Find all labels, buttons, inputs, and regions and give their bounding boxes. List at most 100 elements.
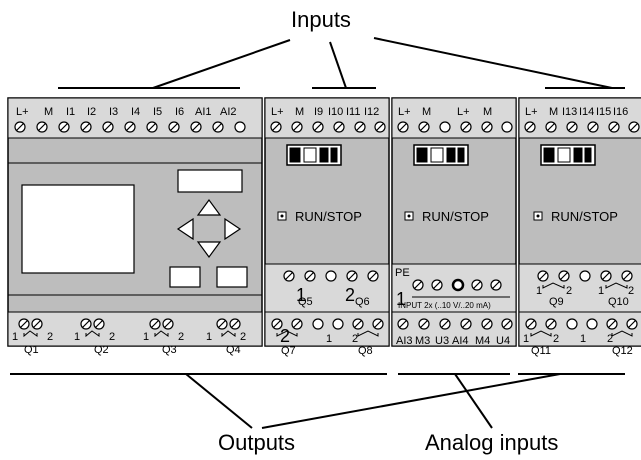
contact-number: 1 [536, 285, 542, 297]
output-label-q7: Q7 [281, 345, 296, 357]
digital2-mid-screw-terminals [537, 270, 633, 282]
base-relay-contact-symbols [23, 330, 236, 338]
cursor-left-button[interactable] [176, 217, 194, 241]
analog-bottom-terminal-labels: AI3 M3 U3 AI4 M4 U4 [396, 335, 510, 347]
terminal-label: I11 [346, 106, 360, 118]
analog-inputs-callout: Analog inputs [425, 430, 558, 455]
contact-number: 2 [628, 285, 634, 297]
contact-number: 1 [598, 285, 604, 297]
contact-number: 2 [240, 331, 246, 343]
digital2-mid-contact-symbols [542, 282, 628, 289]
terminal-label: I16 [613, 106, 628, 118]
input-spec-label: INPUT 2x (..10 V/..20 mA) [398, 301, 491, 310]
outputs-callout: Outputs [218, 430, 295, 455]
terminal-label: M3 [415, 335, 430, 347]
contact-number: 2 [553, 333, 559, 345]
base-top-screw-terminals [14, 121, 246, 133]
terminal-label: I14 [579, 106, 594, 118]
run-stop-label: RUN/STOP [551, 209, 618, 224]
contact-number: 1 [74, 331, 80, 343]
terminal-label: I13 [562, 106, 577, 118]
contact-number: 2 [566, 285, 572, 297]
terminal-label: AI2 [220, 106, 237, 118]
output-label-q11: Q11 [531, 345, 551, 357]
base-module: L+ M I1 I2 I3 I4 I5 I6 AI1 AI2 [7, 97, 263, 356]
terminal-label: I9 [314, 106, 323, 118]
terminal-label: U4 [496, 335, 510, 347]
output-label-q4: Q4 [226, 344, 241, 356]
esc-button[interactable] [177, 169, 243, 193]
digital-top-terminal-labels: L+ M I9 I10 I11 I12 [271, 106, 379, 118]
output-number: 2 [280, 326, 290, 346]
contact-number: 2 [109, 331, 115, 343]
output-label-q1: Q1 [24, 344, 39, 356]
cursor-right-button[interactable] [224, 217, 242, 241]
digital-module-2: L+ M I13 I14 I15 I16 RUN/STOP [518, 97, 641, 357]
terminal-label: M4 [475, 335, 490, 347]
run-stop-label: RUN/STOP [295, 209, 362, 224]
terminal-label: U3 [435, 335, 449, 347]
output-label-q6: Q6 [355, 296, 370, 308]
contact-number: 1 [206, 331, 212, 343]
ok-button-right[interactable] [216, 266, 248, 288]
digital-module: L+ M I9 I10 I11 I12 RUN/STOP [264, 97, 390, 357]
contact-number: 1 [523, 333, 529, 345]
cursor-up-button[interactable] [196, 198, 222, 216]
terminal-label: AI3 [396, 335, 413, 347]
output-label-q12: Q12 [612, 345, 633, 357]
terminal-label: I4 [131, 106, 140, 118]
terminal-label: I2 [87, 106, 96, 118]
base-top-terminal-labels: L+ M I1 I2 I3 I4 I5 I6 AI1 AI2 [16, 106, 237, 118]
ok-button-left[interactable] [169, 266, 201, 288]
terminal-label: I15 [596, 106, 611, 118]
base-bottom-screw-terminals [18, 318, 241, 330]
contact-number: 1 [580, 333, 586, 345]
digital-bottom-screw-terminals [271, 318, 384, 330]
digital-top-screw-terminals [270, 121, 386, 133]
bus-connector [286, 144, 342, 166]
lcd-display [21, 184, 135, 274]
terminal-label: I10 [328, 106, 343, 118]
output-number: 1 [296, 285, 306, 305]
terminal-label: M [549, 106, 558, 118]
digital-mid-screw-terminals [283, 270, 379, 282]
terminal-label: M [422, 106, 431, 118]
terminal-label: M [483, 106, 492, 118]
terminal-label: L+ [525, 106, 538, 118]
terminal-label: L+ [398, 106, 411, 118]
bus-connector [413, 144, 469, 166]
terminal-label: M [295, 106, 304, 118]
base-output-labels: 1 2 Q1 1 2 Q2 1 2 Q3 1 2 Q4 [12, 331, 246, 356]
contact-number: 1 [143, 331, 149, 343]
terminal-label: M [44, 106, 53, 118]
contact-number: 2 [47, 331, 53, 343]
analog-module: L+ M L+ M RUN/STOP PE [391, 97, 517, 347]
pe-number: 1 [396, 289, 406, 309]
output-label-q9: Q9 [549, 296, 564, 308]
contact-number: 1 [326, 333, 332, 345]
output-label-q10: Q10 [608, 296, 629, 308]
output-label-q8: Q8 [358, 345, 373, 357]
analog-bottom-screw-terminals [397, 318, 513, 330]
terminal-label: L+ [16, 106, 29, 118]
terminal-label: I6 [175, 106, 184, 118]
analog-top-terminal-labels: L+ M L+ M [398, 106, 492, 118]
cursor-down-button[interactable] [196, 241, 222, 259]
digital2-top-terminal-labels: L+ M I13 I14 I15 I16 [525, 106, 628, 118]
terminal-label: I1 [66, 106, 75, 118]
output-number: 2 [345, 285, 355, 305]
bus-connector [540, 144, 596, 166]
terminal-label: AI1 [195, 106, 212, 118]
output-label-q5: Q5 [298, 296, 313, 308]
digital2-bottom-screw-terminals [525, 318, 638, 330]
run-stop-label: RUN/STOP [422, 209, 489, 224]
inputs-callout: Inputs [291, 7, 351, 32]
contact-number: 1 [12, 331, 18, 343]
terminal-label: I3 [109, 106, 118, 118]
inputs-leader-lines [58, 37, 625, 89]
digital2-top-screw-terminals [524, 121, 640, 133]
outputs-leader-lines [10, 373, 625, 429]
output-label-q2: Q2 [94, 344, 109, 356]
analog-mid-screw-terminals [412, 278, 502, 292]
